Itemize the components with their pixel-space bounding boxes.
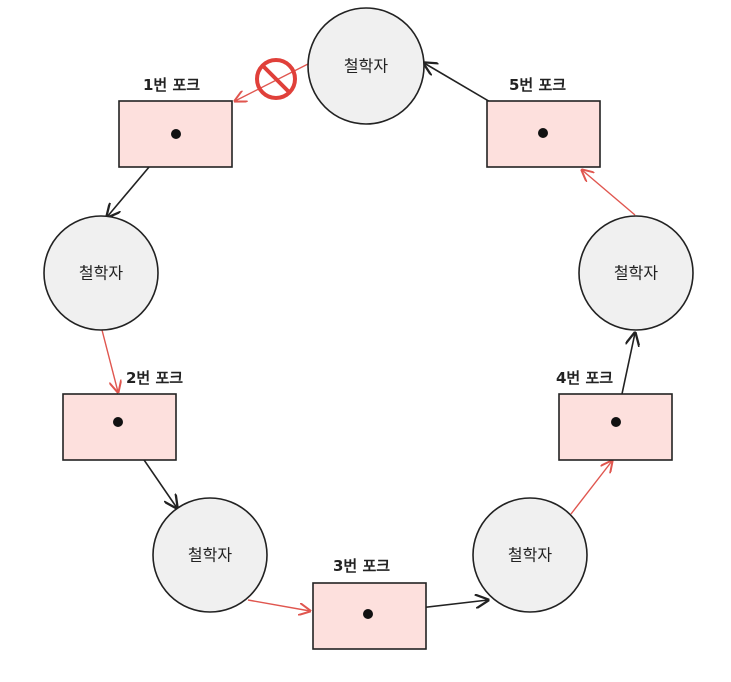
fork-1-label: 1번 포크 [143, 76, 200, 94]
fork-1-dot [171, 129, 181, 139]
fork-1-box [118, 100, 233, 168]
philosopher-left-lower-label: 철학자 [188, 546, 232, 565]
edge-top-to-fork1 [235, 63, 309, 101]
no-entry-icon [255, 58, 297, 100]
edge-right-to-fork5 [582, 170, 636, 216]
philosopher-left-upper: 철학자 [43, 215, 159, 331]
fork-3-label: 3번 포크 [333, 557, 390, 575]
fork-5-label: 5번 포크 [509, 76, 566, 94]
philosopher-right-circle [578, 215, 694, 331]
philosopher-right-label: 철학자 [614, 264, 658, 283]
fork-5: 5번 포크 [486, 76, 601, 168]
edge-left-upper-to-fork2 [101, 329, 118, 392]
philosopher-left-upper-label: 철학자 [79, 264, 123, 283]
fork-3-dot [363, 609, 373, 619]
philosopher-bottom-right-label: 철학자 [508, 546, 552, 565]
edge-left-lower-to-fork3 [247, 599, 310, 611]
philosopher-left-upper-circle [43, 215, 159, 331]
philosopher-top-circle [307, 7, 425, 125]
fork-2: 2번 포크 [62, 369, 183, 461]
fork-4-box [558, 393, 673, 461]
fork-2-dot [113, 417, 123, 427]
fork-2-label: 2번 포크 [126, 369, 183, 387]
fork-4-dot [611, 417, 621, 427]
fork-4-label: 4번 포크 [556, 369, 613, 387]
philosopher-top: 철학자 [307, 7, 425, 125]
fork-4: 4번 포크 [556, 369, 673, 461]
philosopher-top-label: 철학자 [344, 57, 388, 76]
edge-bottom-right-to-fork4 [570, 461, 612, 515]
philosopher-bottom-right-circle [472, 497, 588, 613]
philosopher-right: 철학자 [578, 215, 694, 331]
fork-1: 1번 포크 [118, 76, 233, 168]
fork-3: 3번 포크 [312, 557, 427, 650]
philosopher-bottom-right: 철학자 [472, 497, 588, 613]
philosopher-left-lower: 철학자 [152, 497, 268, 613]
philosopher-left-lower-circle [152, 497, 268, 613]
fork-2-box [62, 393, 177, 461]
fork-5-dot [538, 128, 548, 138]
